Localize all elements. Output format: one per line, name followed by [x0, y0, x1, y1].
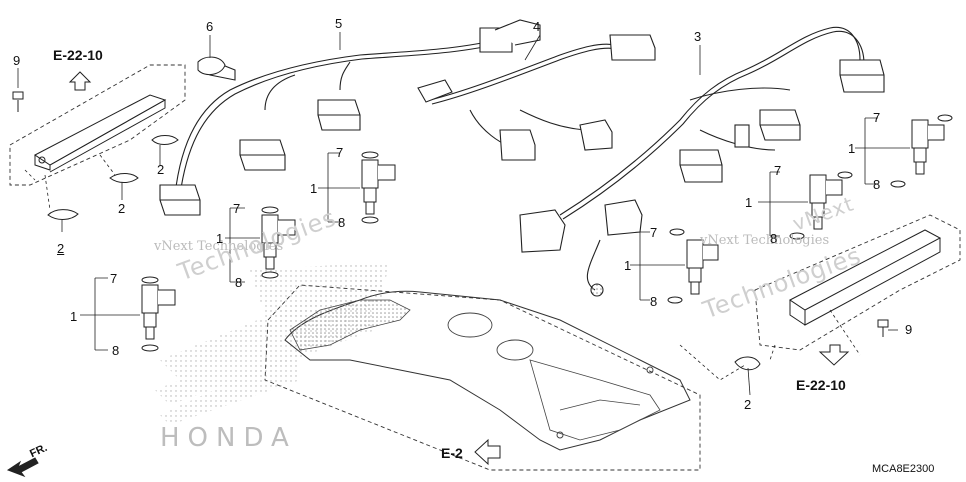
part-number-9-left: 9 [13, 53, 21, 68]
watermark-1: vNext Technologies [154, 239, 284, 254]
reference-top-left: E-22-10 [53, 47, 103, 63]
part-number-7-d: 7 [650, 225, 658, 240]
fuel-rail-right [754, 214, 961, 351]
fuel-rail-left [9, 64, 186, 186]
part-number-1-e: 1 [745, 195, 753, 210]
wire-harness-3 [519, 26, 865, 297]
part-number-7-c: 7 [110, 271, 118, 286]
part-number-8-e: 8 [770, 231, 778, 246]
part-number-4: 4 [533, 19, 541, 34]
part-number-1-f: 1 [848, 141, 856, 156]
fuel-injector-1 [361, 151, 396, 224]
fuel-injector-5 [789, 171, 853, 240]
part-number-2-d: 2 [744, 397, 752, 412]
part-number-1-d: 1 [624, 258, 632, 273]
part-number-7-a: 7 [336, 145, 344, 160]
harness-clip-6 [197, 56, 226, 76]
part-number-9-right: 9 [905, 322, 913, 337]
diagram-code: MCA8E2300 [872, 463, 935, 475]
part-number-3: 3 [694, 29, 702, 44]
part-number-8-c: 8 [112, 343, 120, 358]
part-number-2-c: 2 [57, 241, 65, 256]
part-number-7-e: 7 [774, 163, 782, 178]
fuel-injector-4 [667, 228, 719, 304]
fuel-injector-2 [261, 206, 296, 279]
part-number-1-c: 1 [70, 309, 78, 324]
part-number-8-a: 8 [338, 215, 346, 230]
leader-lines [17, 32, 910, 396]
part-number-7-b: 7 [233, 201, 241, 216]
part-number-8-f: 8 [873, 177, 881, 192]
coil-connector-group-3 [679, 59, 885, 183]
arrow-down-icon [818, 344, 850, 366]
arrow-left-icon [474, 438, 501, 466]
arrow-up-icon [68, 71, 92, 91]
front-arrow-icon [6, 457, 39, 478]
bracket-clip-right [734, 356, 761, 371]
part-number-8-b: 8 [235, 275, 243, 290]
part-number-2-a: 2 [157, 162, 165, 177]
reference-bottom: E-2 [441, 445, 463, 461]
part-number-1-b: 1 [216, 231, 224, 246]
part-number-7-f: 7 [873, 110, 881, 125]
honda-watermark: HONDA [160, 423, 297, 453]
fuel-injector-6 [890, 114, 953, 188]
intake-manifold [284, 290, 691, 451]
honda-logo [155, 262, 390, 425]
part-number-6: 6 [206, 19, 214, 34]
manifold-dashed-outline [264, 284, 701, 471]
watermark-3: vNext Technologies [700, 233, 830, 248]
fuel-injector-3 [141, 276, 176, 352]
coil-connector-group-5 [159, 99, 361, 216]
part-number-8-d: 8 [650, 294, 658, 309]
wire-harness-4 [417, 34, 656, 161]
reference-bottom-right: E-22-10 [796, 377, 846, 393]
part-number-2-b: 2 [118, 201, 126, 216]
part-number-1-a: 1 [310, 181, 318, 196]
bracket-clip-left [47, 135, 179, 220]
part-number-5: 5 [335, 16, 343, 31]
